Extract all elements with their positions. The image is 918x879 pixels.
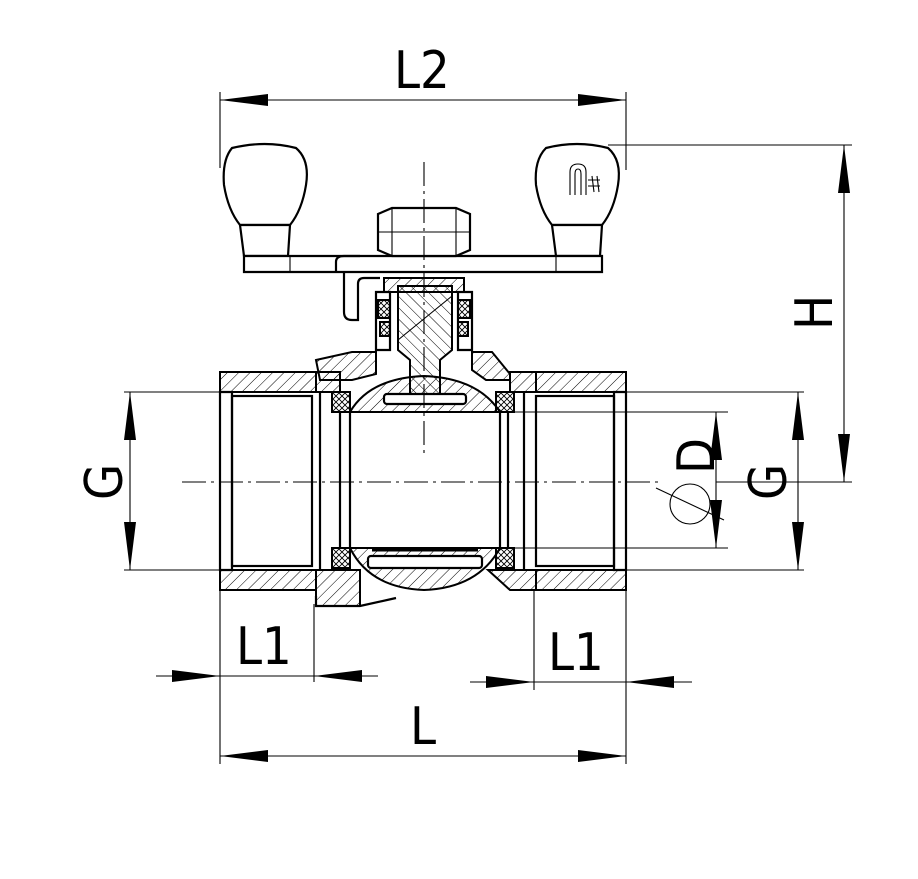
label-l2: L2: [394, 41, 450, 101]
label-l: L: [410, 697, 436, 757]
label-l1-right: L1: [548, 623, 604, 683]
dimension-l1-right: L1: [470, 590, 692, 690]
body-right-end-top: [535, 371, 627, 393]
label-d: D: [667, 438, 727, 474]
stem-assembly: [374, 277, 474, 395]
body-left-end-bottom: [219, 569, 317, 591]
dimension-g-left: G: [75, 391, 222, 571]
seat-left-top: [331, 391, 351, 413]
butterfly-handle: [222, 142, 620, 322]
handle-wing-right: [534, 142, 620, 227]
body-right-end-bottom: [535, 569, 627, 591]
dimension-l2: L2: [219, 41, 627, 170]
handle-wing-left: [222, 142, 308, 227]
handle-wing-right-neck: [550, 223, 604, 258]
dimension-l1-left: L1: [156, 590, 378, 682]
dimension-h: H: [608, 144, 852, 483]
label-h: H: [785, 295, 845, 330]
label-g-left: G: [75, 464, 135, 500]
handle-wing-left-neck: [238, 223, 292, 258]
dimension-g-right: G: [626, 391, 804, 571]
dimension-l: L: [219, 682, 627, 764]
label-l1-left: L1: [236, 617, 292, 677]
diameter-symbol-icon: [669, 483, 711, 525]
manufacturer-logo-icon: [569, 163, 600, 195]
body-left-end-top: [219, 371, 317, 393]
valve-body: [218, 351, 628, 608]
dimension-d: D: [500, 411, 728, 549]
seat-left-bottom: [331, 547, 351, 569]
handle-bar: [242, 254, 604, 274]
label-g-right: G: [739, 464, 799, 500]
